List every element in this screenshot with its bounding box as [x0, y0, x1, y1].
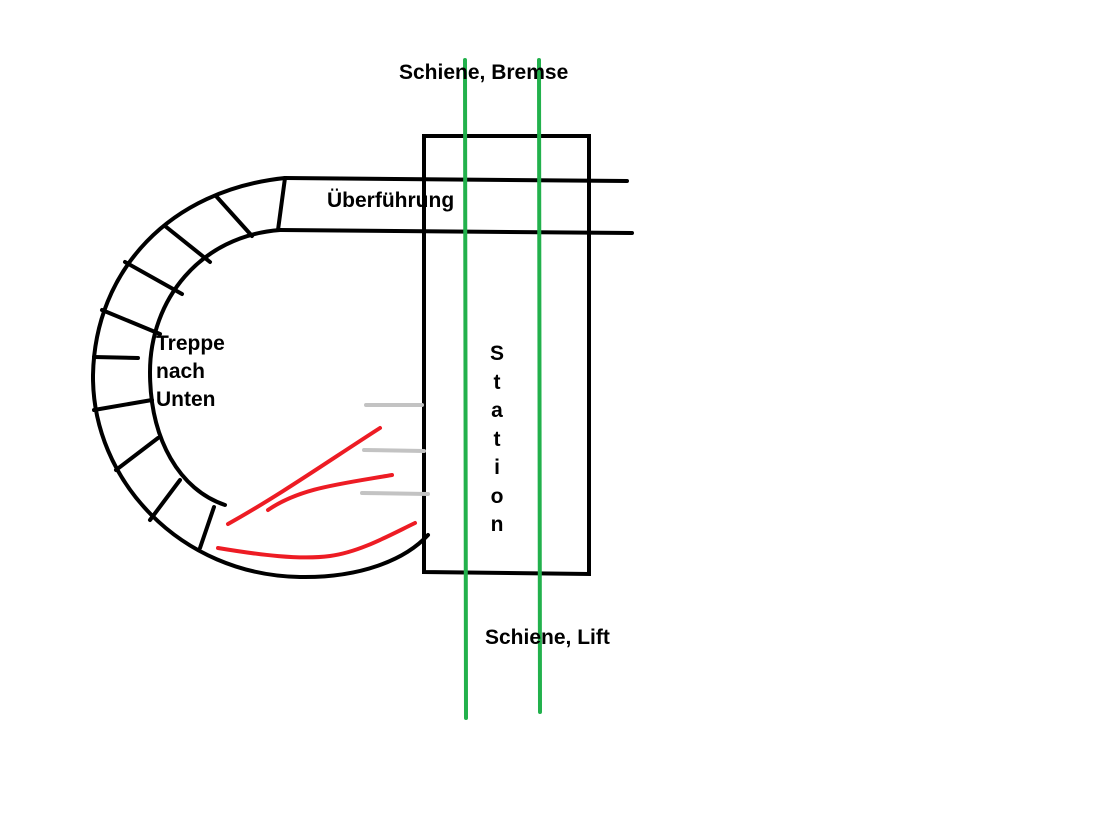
stair-ring-outer — [90, 176, 430, 580]
stair-step — [198, 505, 216, 550]
red-path — [266, 473, 394, 512]
station-outline — [422, 134, 591, 577]
stair-step — [276, 176, 287, 232]
overpass-edge-bottom — [278, 228, 634, 235]
red-paths — [216, 426, 417, 560]
label-stairs-line: Unten — [156, 388, 216, 411]
platform-connectors — [360, 403, 430, 496]
stair-step — [163, 224, 212, 264]
station-box — [422, 134, 591, 577]
stair-step — [148, 478, 182, 522]
red-path — [226, 426, 382, 526]
station-letter: S — [489, 342, 504, 365]
stair-step — [92, 398, 154, 412]
overpass-edge-top — [283, 176, 629, 183]
connector-line — [360, 491, 430, 496]
station-letter: o — [490, 484, 504, 508]
stair-step — [123, 260, 184, 296]
stair-ring-inner — [147, 228, 282, 507]
stair-step — [100, 308, 162, 336]
label-overpass: Überführung — [327, 189, 455, 212]
connector-line — [362, 448, 426, 453]
red-path — [216, 521, 417, 560]
rail-right — [537, 58, 542, 714]
stair-ring — [90, 176, 430, 580]
station-letter: t — [493, 427, 501, 451]
rails — [463, 58, 542, 720]
stair-step — [214, 194, 254, 238]
label-stairs-line: nach — [156, 360, 206, 383]
stair-steps — [92, 176, 287, 550]
label-rail-brake: Schiene, Bremse — [399, 61, 569, 84]
station-letter: t — [493, 370, 501, 394]
label-rail-lift: Schiene, Lift — [485, 626, 610, 649]
station-letter: i — [494, 456, 500, 479]
label-stairs-line: Treppe — [156, 332, 225, 355]
overpass — [278, 176, 634, 235]
stair-step — [114, 436, 160, 472]
label-stairs-down: Treppe nach Unten — [156, 330, 225, 414]
stair-step — [92, 355, 140, 360]
station-letter: n — [490, 513, 504, 536]
rail-left — [463, 58, 468, 720]
station-letter: a — [491, 399, 503, 422]
